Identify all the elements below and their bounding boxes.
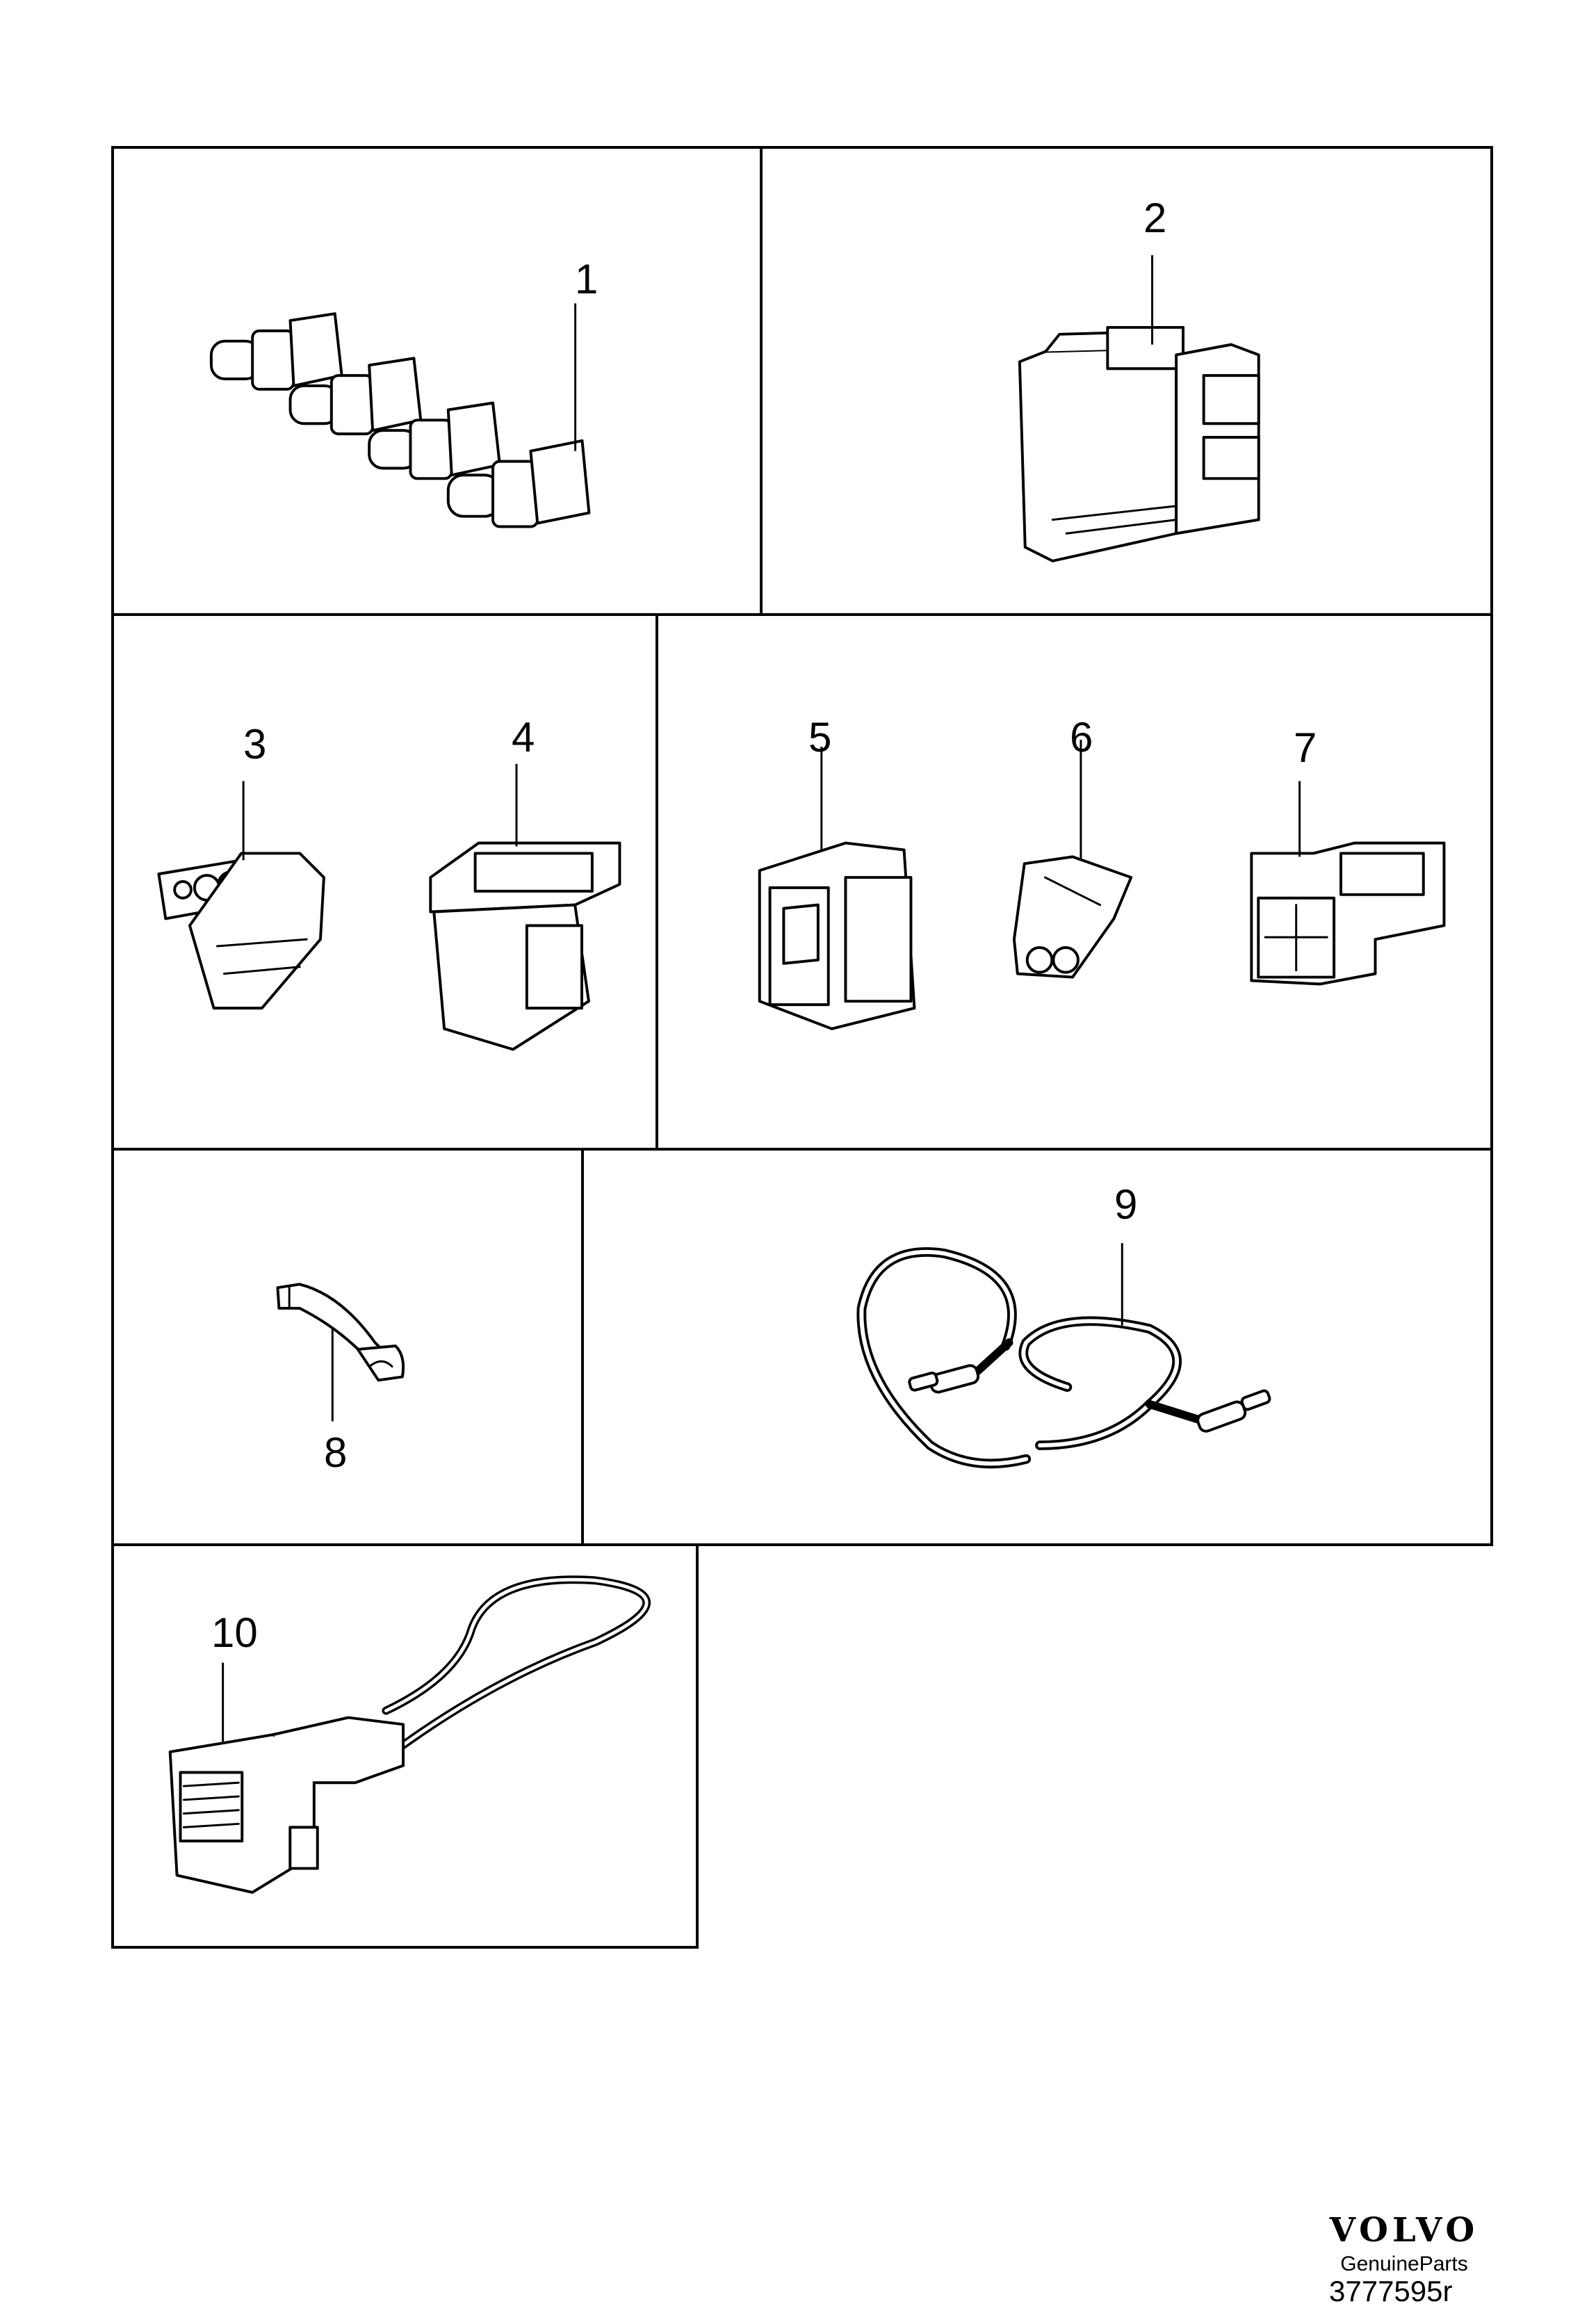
connector-7-drawing [1250,841,1446,986]
seal-8-drawing [276,1283,405,1382]
connector-10-drawing [168,1575,651,1894]
connector-housing-illustration [1018,255,1260,562]
terminal-drawing-1 [209,312,343,391]
volvo-logo: VOLVO [1329,2211,1479,2250]
callout-2: 2 [1143,195,1167,241]
brand-block: VOLVO GenuineParts [1300,2211,1508,2276]
callout-9: 9 [1114,1181,1138,1228]
terminal-drawing-4 [446,439,591,528]
connector-4-drawing [429,841,621,1051]
wire-lead-9a-drawing [856,1247,1032,1469]
panel-part-2: 2 [760,146,1493,616]
connector-3-drawing [157,852,325,1010]
terminals-illustration [209,303,591,528]
panel-part-8: 8 [111,1148,584,1546]
panel-part-9: 9 [581,1148,1493,1546]
callout-3: 3 [243,721,267,768]
callout-8: 8 [324,1429,348,1476]
callout-7: 7 [1294,724,1317,771]
wire-lead-9b-drawing [1018,1316,1271,1450]
connector-5-drawing [758,841,916,1030]
callout-6: 6 [1070,714,1093,761]
wire-leads-illustration [856,1243,1271,1469]
panel-parts-5-6-7: 5 6 7 [656,613,1493,1151]
callout-4: 4 [512,714,535,761]
seal-illustration [276,1283,405,1422]
connectors-3-4-illustration [157,763,621,1051]
panel-part-1: 1 [111,146,763,616]
connector-with-loop-illustration [168,1575,651,1894]
connector-6-drawing [1012,855,1133,979]
brand-subtitle: GenuineParts [1340,2252,1468,2275]
panel-parts-3-4: 3 4 [111,613,658,1151]
connectors-5-6-7-illustration [758,740,1446,1030]
callout-1: 1 [575,256,598,302]
panel-part-10: 10 [111,1543,699,1949]
figure-number: 3777595r [1329,2275,1453,2307]
callout-10: 10 [211,1609,258,1656]
callout-5: 5 [808,714,832,761]
terminal-drawing-3 [368,401,501,480]
